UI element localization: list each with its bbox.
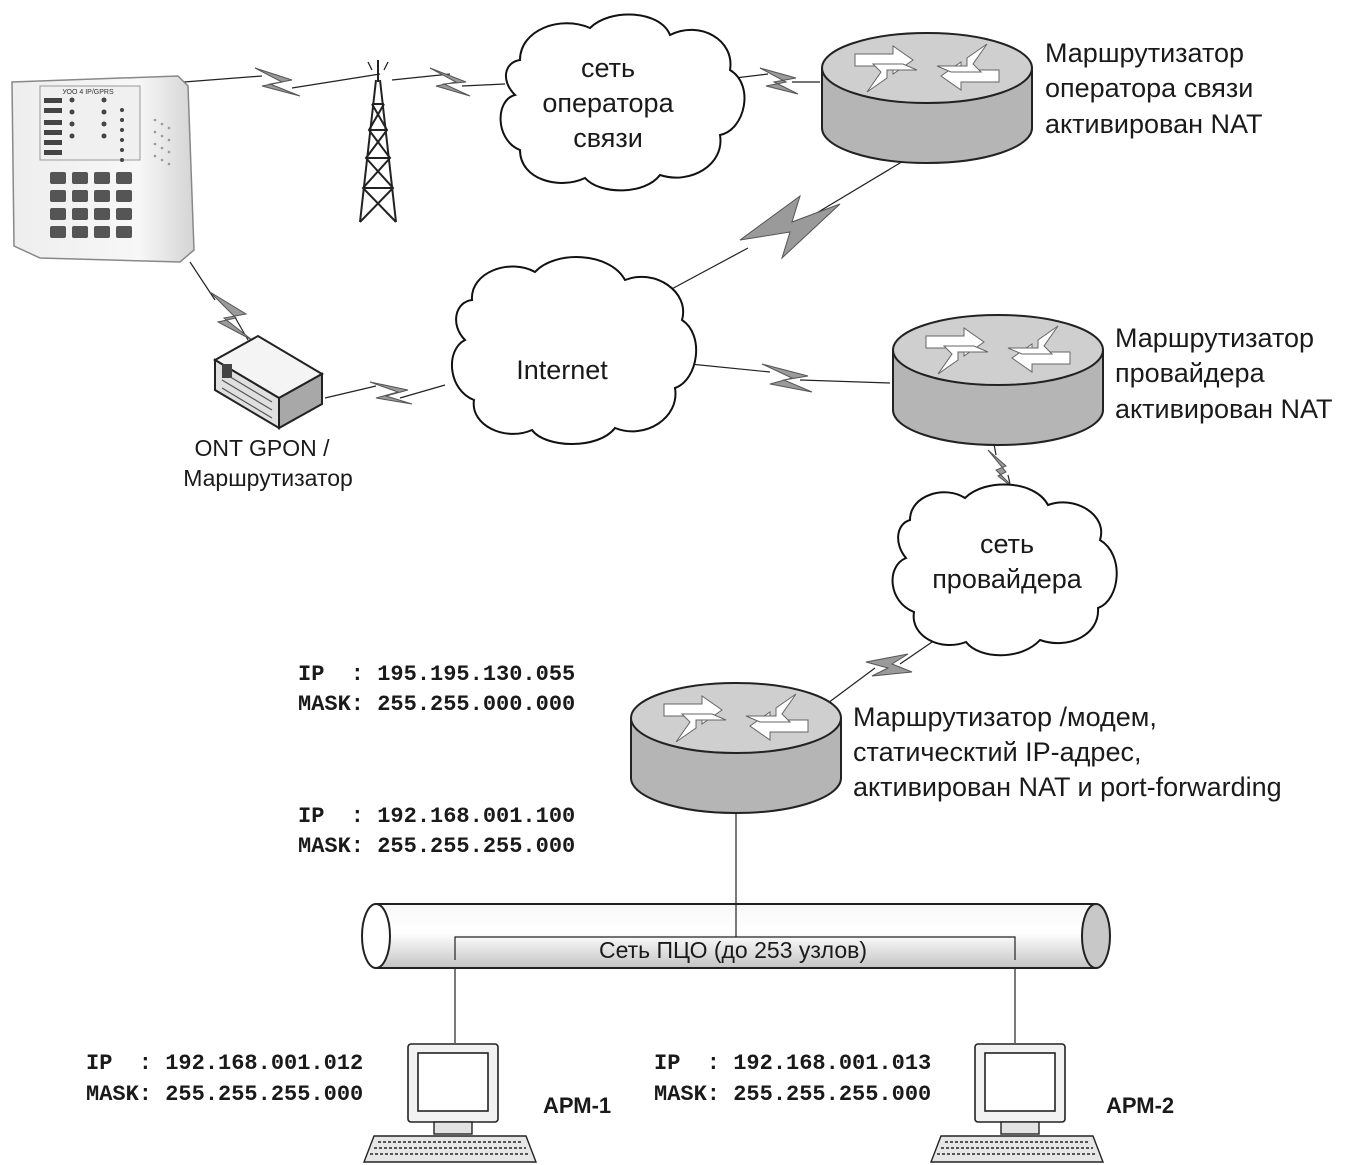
router-operator (821, 32, 1033, 164)
router-operator-label-line3: активирован NAT (1045, 109, 1263, 139)
router-lan-mask: MASK: 255.255.255.000 (298, 834, 575, 859)
arm1-label: АРМ-1 (543, 1093, 611, 1118)
router-wan-mask: MASK: 255.255.000.000 (298, 692, 575, 717)
router-local-label-line3: активирован NAT и port-forwarding (853, 772, 1282, 802)
router-operator-label-line1: Маршрутизатор (1045, 38, 1244, 68)
router-operator-label-line2: оператора связи (1045, 73, 1253, 103)
router-local (630, 682, 842, 814)
router-local-label-line2: статическтий IP-адрес, (853, 737, 1141, 767)
arm1-ip: IP : 192.168.001.012 (86, 1051, 363, 1076)
cloud-operator-line2: оператора (542, 88, 674, 118)
workstation-arm1-icon (363, 1043, 537, 1163)
device-model-text: УОО 4 IP/GPRS (62, 89, 114, 96)
arm2-ip: IP : 192.168.001.013 (654, 1051, 931, 1076)
arm1-mask: MASK: 255.255.255.000 (86, 1082, 363, 1107)
router-wan-ip: IP : 195.195.130.055 (298, 662, 575, 687)
router-provider-label-line1: Маршрутизатор (1115, 323, 1314, 353)
cloud-operator-line1: сеть (581, 53, 635, 83)
cloud-provider-network: сеть провайдера (891, 483, 1118, 657)
workstation-arm2-icon (930, 1043, 1104, 1163)
router-provider-label-line2: провайдера (1115, 358, 1266, 388)
cloud-operator-network: сеть оператора связи (499, 13, 746, 192)
cloud-operator-line3: связи (573, 123, 643, 153)
cloud-provider-line1: сеть (980, 529, 1034, 559)
router-local-label-line1: Маршрутизатор /модем, (853, 702, 1157, 732)
antenna-tower-icon (359, 60, 397, 223)
arm2-label: АРМ-2 (1106, 1093, 1174, 1118)
cloud-internet-label: Internet (516, 355, 608, 385)
ont-label-line1: ONT GPON / (194, 435, 330, 461)
ont-label-line2: Маршрутизатор (183, 465, 353, 491)
router-provider-label-line3: активирован NAT (1115, 394, 1333, 424)
cloud-provider-line2: провайдера (932, 564, 1083, 594)
alarm-panel: УОО 4 IP/GPRS (11, 75, 195, 263)
ont-gpon-device (212, 334, 325, 430)
lan-label: Сеть ПЦО (до 253 узлов) (599, 937, 867, 963)
router-provider (892, 314, 1104, 446)
arm2-mask: MASK: 255.255.255.000 (654, 1082, 931, 1107)
lan-pipe (361, 903, 1111, 969)
cloud-internet: Internet (451, 256, 698, 445)
router-lan-ip: IP : 192.168.001.100 (298, 804, 575, 829)
connection-lines (183, 73, 1016, 1043)
